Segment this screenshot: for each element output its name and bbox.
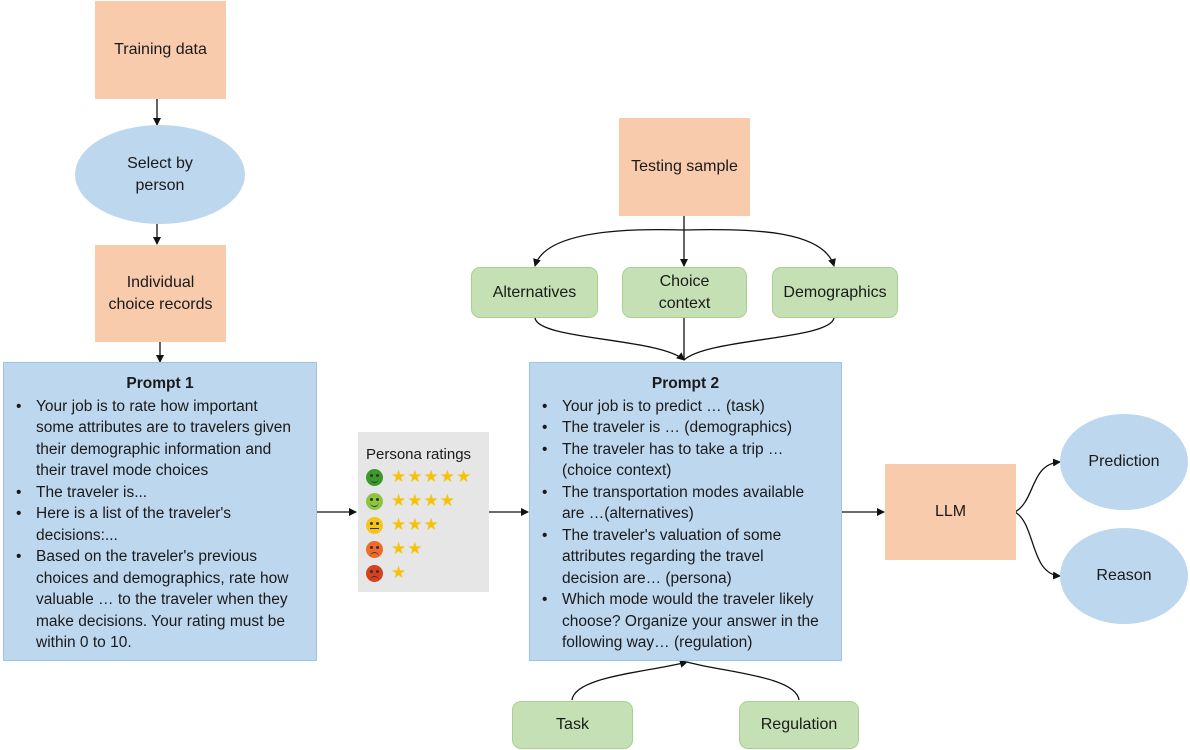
edge-alternatives-to-prompt2: [534, 317, 685, 361]
arrow-testing-to-demographics: [683, 228, 836, 267]
star-rating-icon: ★★★★★: [391, 467, 473, 486]
persona-rating-row: ★★★: [366, 513, 483, 537]
prompt2-bullet: Which mode would the traveler likely choo…: [542, 589, 833, 654]
testing-sample-node: Testing sample: [619, 118, 750, 216]
star-rating-icon: ★: [391, 563, 408, 582]
prompt1-bullet-line: choices and demographics, rate how: [36, 569, 289, 587]
prompt1-bullet: Here is a list of the traveler's decision…: [16, 503, 308, 546]
demographics-label: Demographics: [783, 283, 887, 301]
prompt-1-bullets: Your job is to rate how important some at…: [12, 396, 308, 654]
neutral-face-icon: [366, 516, 383, 534]
prompt2-bullet-line: The traveler's valuation of some: [562, 526, 782, 544]
llm-label: LLM: [934, 503, 967, 520]
llm-node: LLM: [885, 464, 1016, 560]
prompt2-bullet-line: The traveler is … (demographics): [562, 419, 792, 436]
prompt1-bullet-line: The traveler is...: [36, 483, 148, 501]
persona-rating-row: ★: [366, 561, 483, 585]
prompt2-bullet: The transportation modes available are …(…: [542, 482, 833, 525]
task-node: Task: [512, 701, 633, 749]
arrow-llm-to-prediction: [1014, 458, 1061, 513]
prompt-1-title: Prompt 1: [126, 375, 194, 392]
arrow-testing-to-alternatives: [533, 228, 685, 267]
star-rating-icon: ★★: [391, 539, 424, 558]
persona-rating-row: ★★★★: [366, 489, 483, 513]
prompt2-bullet: The traveler is … (demographics): [542, 417, 833, 439]
happy-face-icon: [366, 492, 383, 510]
edge-regulation-to-prompt2: [686, 661, 800, 701]
individual-records-node: Individual choice records: [95, 245, 226, 342]
prompt1-bullet: Based on the traveler's previous choices …: [16, 546, 308, 654]
arrow-llm-to-reason: [1014, 511, 1061, 580]
choice-context-label: Choice context: [658, 272, 711, 312]
persona-rating-row: ★★: [366, 537, 483, 561]
training-data-node: Training data: [95, 1, 226, 99]
select-by-person-node: Select by person: [75, 125, 245, 224]
prompt-2-box: Prompt 2 Your job is to predict … (task)…: [529, 362, 842, 661]
star-rating-icon: ★★★★: [391, 491, 456, 510]
prompt-1-box: Prompt 1 Your job is to rate how importa…: [3, 362, 317, 661]
prompt1-bullet: Your job is to rate how important some at…: [16, 396, 308, 482]
prompt1-bullet: The traveler is...: [16, 482, 308, 504]
edge-demographics-to-prompt2: [683, 317, 835, 361]
prediction-label: Prediction: [1088, 453, 1160, 470]
prompt2-bullet-line: The transportation modes available: [562, 483, 805, 501]
demographics-node: Demographics: [772, 267, 898, 318]
testing-sample-label: Testing sample: [631, 158, 738, 175]
prompt2-bullet-line: attributes regarding the travel: [562, 548, 764, 565]
persona-rating-row: ★★★★★: [366, 465, 483, 489]
select-by-person-label: Select by person: [127, 154, 193, 194]
prompt1-bullet-line: decisions:...: [36, 526, 118, 544]
alternatives-node: Alternatives: [471, 267, 598, 318]
choice-context-node: Choice context: [622, 267, 747, 318]
prompt1-bullet-line: some attributes are to travelers given: [36, 419, 292, 436]
reason-node: Reason: [1060, 528, 1188, 624]
sad-face-icon: [366, 564, 383, 582]
prompt-2-bullets: Your job is to predict … (task) The trave…: [538, 396, 833, 654]
sad-face-icon: [366, 540, 383, 558]
prompt1-bullet-line: their travel mode choices: [36, 462, 209, 479]
alternatives-label: Alternatives: [492, 283, 577, 301]
persona-ratings-panel: Persona ratings ★★★★★★★★★★★★★★★: [358, 432, 489, 592]
task-label: Task: [556, 716, 589, 733]
prompt1-bullet-line: valuable … to the traveler when they: [36, 591, 288, 608]
prediction-node: Prediction: [1060, 414, 1188, 510]
prompt1-bullet-line: Based on the traveler's previous: [36, 548, 257, 565]
prompt1-bullet-line: Here is a list of the traveler's: [36, 505, 232, 522]
edge-task-to-prompt2: [571, 659, 688, 701]
star-rating-icon: ★★★: [391, 515, 440, 534]
prompt2-bullet-line: (choice context): [562, 462, 672, 479]
prompt1-bullet-line: within 0 to 10.: [36, 634, 132, 651]
reason-label: Reason: [1096, 567, 1152, 584]
prompt2-bullet-line: Your job is to predict … (task): [562, 397, 765, 415]
happy-face-icon: [366, 468, 383, 486]
prompt2-bullet-line: The traveler has to take a trip …: [562, 440, 784, 458]
regulation-node: Regulation: [739, 701, 859, 749]
prompt2-bullet-line: choose? Organize your answer in the: [562, 612, 819, 630]
prompt2-bullet: The traveler's valuation of some attribut…: [542, 525, 833, 590]
prompt2-bullet-line: are …(alternatives): [562, 505, 694, 522]
persona-ratings-rows: ★★★★★★★★★★★★★★★: [366, 465, 483, 585]
prompt2-bullet: The traveler has to take a trip … (choice…: [542, 439, 833, 482]
individual-records-label: Individual choice records: [108, 273, 213, 313]
prompt2-bullet-line: decision are… (persona): [562, 569, 732, 587]
prompt2-bullet-line: Which mode would the traveler likely: [562, 591, 814, 608]
prompt1-bullet-line: their demographic information and: [36, 440, 272, 458]
prompt2-bullet: Your job is to predict … (task): [542, 396, 833, 418]
prompt-2-title: Prompt 2: [651, 375, 720, 392]
training-data-label: Training data: [114, 41, 207, 58]
prompt2-bullet-line: following way… (regulation): [562, 634, 753, 651]
regulation-label: Regulation: [760, 716, 838, 733]
prompt1-bullet-line: Your job is to rate how important: [36, 397, 258, 415]
prompt1-bullet-line: make decisions. Your rating must be: [36, 612, 285, 630]
persona-ratings-title: Persona ratings: [366, 446, 472, 463]
